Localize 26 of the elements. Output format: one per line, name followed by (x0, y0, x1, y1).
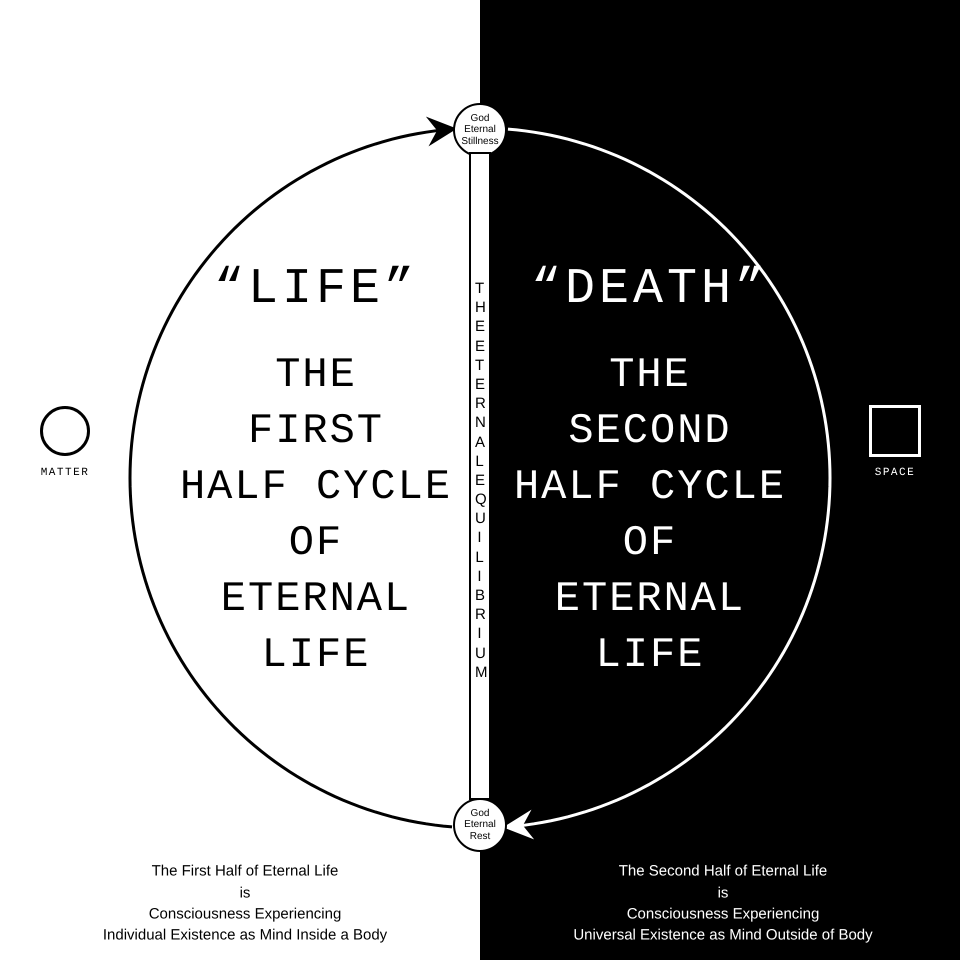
title-text: “LIFE” (214, 265, 418, 315)
heading-text: OF (288, 522, 344, 564)
symbol-label: SPACE (874, 467, 916, 479)
caption-text: is (718, 886, 728, 900)
caption-text: The First Half of Eternal Life (152, 864, 338, 878)
vertical-bar (469, 152, 491, 800)
heading-text: THE (275, 354, 357, 396)
heading-text: OF (622, 522, 678, 564)
heading-text: LIFE (262, 634, 370, 676)
caption-text: Individual Existence as Mind Inside a Body (102, 928, 388, 942)
heading-text: HALF CYCLE (514, 466, 786, 508)
vertical-text: THE ETERNAL EQUILIBRIUM (475, 279, 484, 682)
caption-text: Consciousness Experiencing (626, 906, 820, 922)
heading-text: SECOND (568, 410, 732, 452)
caption-text: Universal Existence as Mind Outside of Body (573, 928, 873, 942)
heading-text: THE (609, 354, 691, 396)
heading-text: FIRST (248, 410, 384, 452)
heading-text: ETERNAL (220, 578, 412, 620)
caption-text: Consciousness Experiencing (148, 906, 342, 922)
heading-text: ETERNAL (554, 578, 746, 620)
heading-text: LIFE (596, 634, 704, 676)
symbol-label: MATTER (40, 467, 90, 479)
caption-text: is (240, 886, 250, 900)
caption-text: The Second Half of Eternal Life (618, 864, 828, 878)
title-text: “DEATH” (530, 265, 770, 315)
heading-text: HALF CYCLE (180, 466, 452, 508)
